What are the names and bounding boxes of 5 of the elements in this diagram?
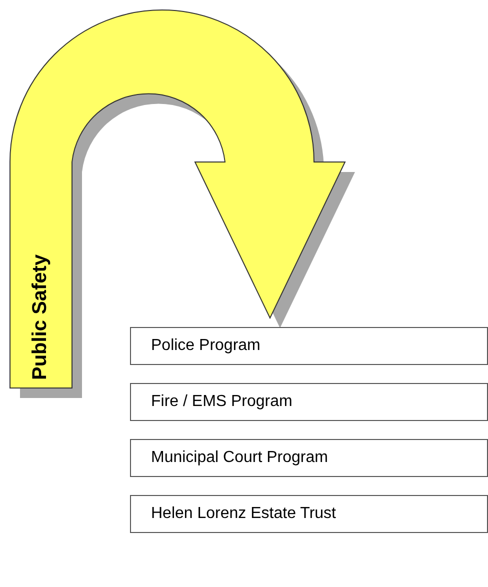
program-box: Municipal Court Program (130, 439, 488, 477)
program-box: Fire / EMS Program (130, 383, 488, 421)
program-box: Police Program (130, 327, 488, 365)
arrow-label: Public Safety (29, 254, 52, 380)
program-box: Helen Lorenz Estate Trust (130, 495, 488, 533)
